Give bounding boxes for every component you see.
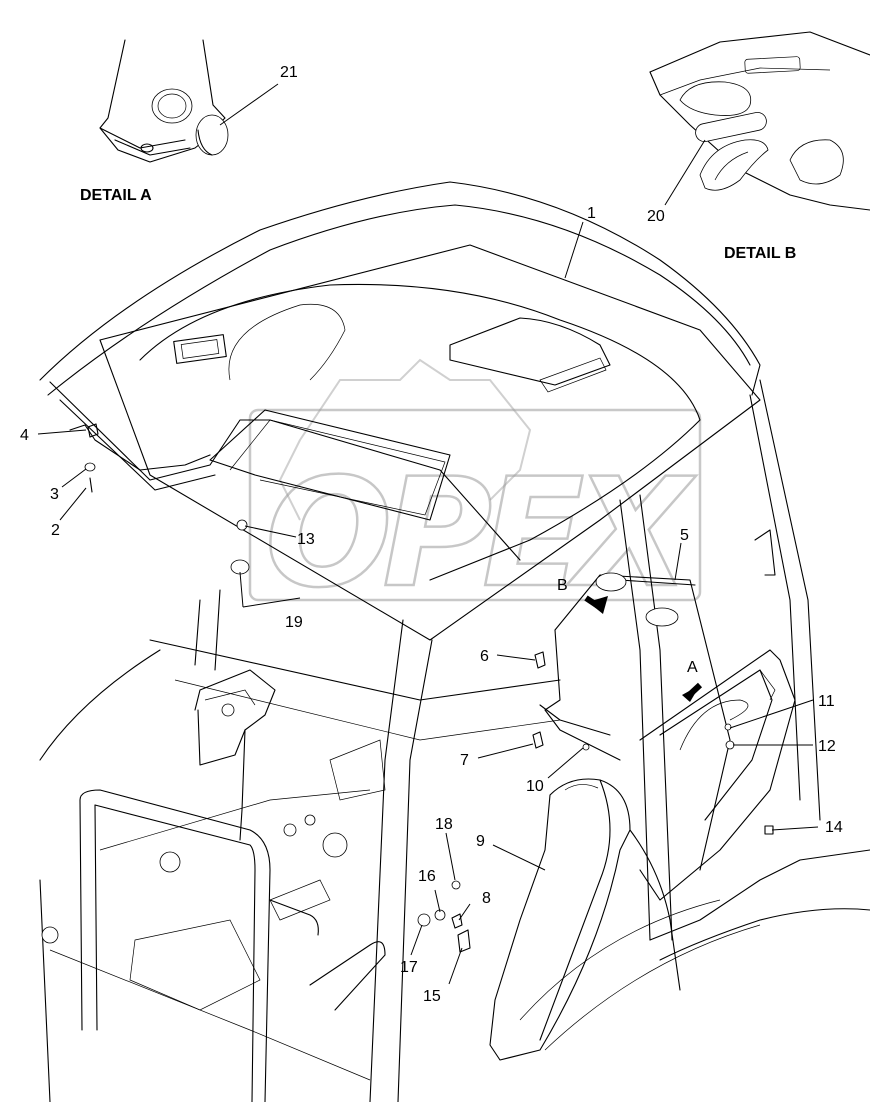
cab-main-drawing (39, 181, 870, 1102)
callout-6: 6 (480, 648, 489, 665)
view-letter-b: B (557, 577, 568, 594)
watermark-text: OPEX (265, 447, 696, 621)
callout-11: 11 (818, 693, 835, 710)
callout-20: 20 (647, 208, 665, 225)
callout-5: 5 (680, 527, 689, 544)
callout-3: 3 (50, 486, 59, 503)
callout-2: 2 (51, 522, 60, 539)
callout-13: 13 (297, 531, 315, 548)
callout-15: 15 (423, 988, 441, 1005)
callout-21: 21 (280, 64, 298, 81)
leader-lines (37, 83, 819, 985)
detail-b-drawing (649, 31, 870, 211)
view-letter-a: A (687, 659, 698, 676)
callout-14: 14 (825, 819, 843, 836)
callout-9: 9 (476, 833, 485, 850)
callout-8: 8 (482, 890, 491, 907)
callout-1: 1 (587, 205, 596, 222)
detail-a-label: DETAIL A (80, 187, 152, 204)
watermark-logo: OPEX (248, 358, 702, 622)
callout-4: 4 (20, 427, 29, 444)
callout-17: 17 (400, 959, 418, 976)
callout-12: 12 (818, 738, 836, 755)
view-arrow-a (682, 682, 703, 702)
view-arrow-b (584, 595, 608, 614)
detail-b-label: DETAIL B (724, 245, 796, 262)
callout-16: 16 (418, 868, 436, 885)
detail-a-drawing (99, 39, 229, 163)
callout-19: 19 (285, 614, 303, 631)
callout-10: 10 (526, 778, 544, 795)
callout-7: 7 (460, 752, 469, 769)
callout-18: 18 (435, 816, 453, 833)
